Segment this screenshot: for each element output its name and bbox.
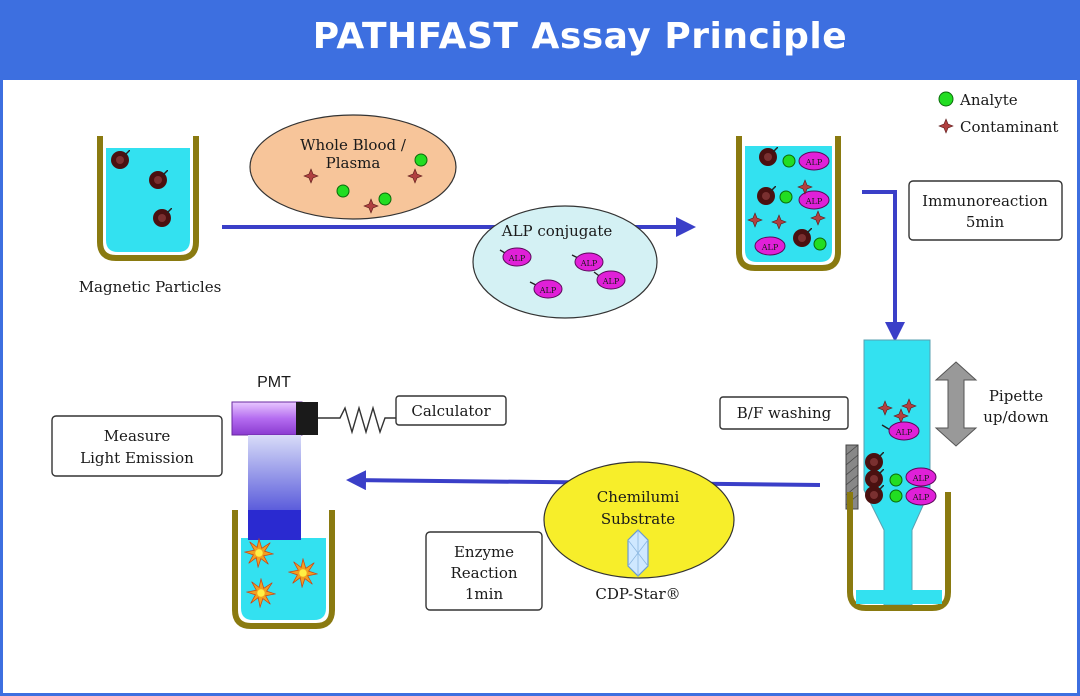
analyte-icon — [414, 153, 428, 167]
signal-wire — [318, 405, 396, 435]
bf-washing-box: B/F washing — [719, 396, 849, 430]
alp-label: ALP — [805, 197, 823, 206]
analyte-icon — [779, 190, 793, 204]
alp-conjugate: ALP conjugate ALP ALP ALP ALP — [472, 205, 658, 319]
washing-pipette: ALP ALP ALP — [845, 339, 951, 611]
chemilumi-label: Chemilumi — [597, 488, 680, 506]
flow-arrow — [862, 190, 905, 342]
analyte-icon — [782, 154, 796, 168]
alp-enzyme: ALP — [881, 421, 920, 441]
alp-enzyme: ALP — [593, 270, 626, 290]
immunoreaction-cup: ALP ALP ALP — [736, 136, 841, 271]
analyte-icon — [938, 91, 954, 107]
alp-enzyme: ALP — [798, 190, 830, 210]
cdp-star-label: CDP-Star® — [595, 585, 680, 603]
enzyme-reaction-box: Enzyme Reaction 1min — [425, 531, 543, 611]
light-emission-cup — [232, 510, 335, 629]
pipette-label: Pipette — [989, 387, 1043, 405]
alp-enzyme: ALP — [905, 486, 937, 506]
alp-label: ALP — [895, 428, 913, 437]
calculator-box: Calculator — [395, 395, 507, 426]
alp-label: ALP — [539, 286, 557, 295]
alp-label: ALP — [508, 254, 526, 263]
measure-box: Measure Light Emission — [51, 415, 223, 477]
magnetic-particles-cup — [97, 136, 199, 261]
pipette-action: up/down — [983, 408, 1049, 426]
enzyme-time: 1min — [465, 585, 504, 603]
magnetic-particles-label: Magnetic Particles — [79, 278, 222, 296]
legend-contaminant-label: Contaminant — [960, 118, 1058, 136]
pipette-updown-arrow — [934, 361, 978, 447]
chemilumi-substrate: Chemilumi Substrate — [543, 461, 735, 579]
immunoreaction-step-box: Immunoreaction 5min — [908, 180, 1063, 241]
calculator-label: Calculator — [411, 402, 491, 420]
enzyme-label: Enzyme — [454, 543, 514, 561]
alp-enzyme: ALP — [798, 151, 830, 171]
immunoreaction-time: 5min — [966, 213, 1005, 231]
alp-label: ALP — [912, 493, 930, 502]
bf-washing-label: B/F washing — [737, 404, 832, 422]
substrate-label: Substrate — [601, 510, 675, 528]
pmt-cap — [296, 402, 318, 435]
plasma-label: Plasma — [326, 154, 381, 172]
light-emission-label: Light Emission — [80, 449, 194, 467]
crystal-icon — [627, 529, 649, 577]
alp-label: ALP — [805, 158, 823, 167]
title-bar: PATHFAST Assay Principle — [0, 0, 1080, 80]
alp-label: ALP — [580, 259, 598, 268]
alp-enzyme: ALP — [529, 279, 563, 299]
alp-conjugate-label: ALP conjugate — [501, 222, 613, 240]
reaction-label: Reaction — [450, 564, 517, 582]
legend: Analyte Contaminant — [938, 91, 1058, 136]
page-title: PATHFAST Assay Principle — [312, 16, 848, 57]
analyte-icon — [889, 489, 903, 503]
alp-enzyme: ALP — [905, 467, 937, 487]
contaminant-icon — [938, 118, 954, 134]
alp-enzyme: ALP — [571, 252, 604, 272]
analyte-icon — [336, 184, 350, 198]
pmt-tube — [231, 401, 303, 436]
measure-label: Measure — [104, 427, 171, 445]
legend-analyte-label: Analyte — [959, 91, 1018, 109]
whole-blood-label: Whole Blood / — [300, 136, 407, 154]
alp-label: ALP — [602, 277, 620, 286]
analyte-icon — [378, 192, 392, 206]
immunoreaction-label: Immunoreaction — [922, 192, 1048, 210]
alp-enzyme: ALP — [754, 236, 786, 256]
alp-enzyme: ALP — [499, 247, 532, 267]
whole-blood-sample: Whole Blood / Plasma — [249, 114, 457, 220]
alp-label: ALP — [761, 243, 779, 252]
analyte-icon — [889, 473, 903, 487]
pmt-label: PMT — [257, 374, 291, 391]
analyte-icon — [813, 237, 827, 251]
alp-label: ALP — [912, 474, 930, 483]
